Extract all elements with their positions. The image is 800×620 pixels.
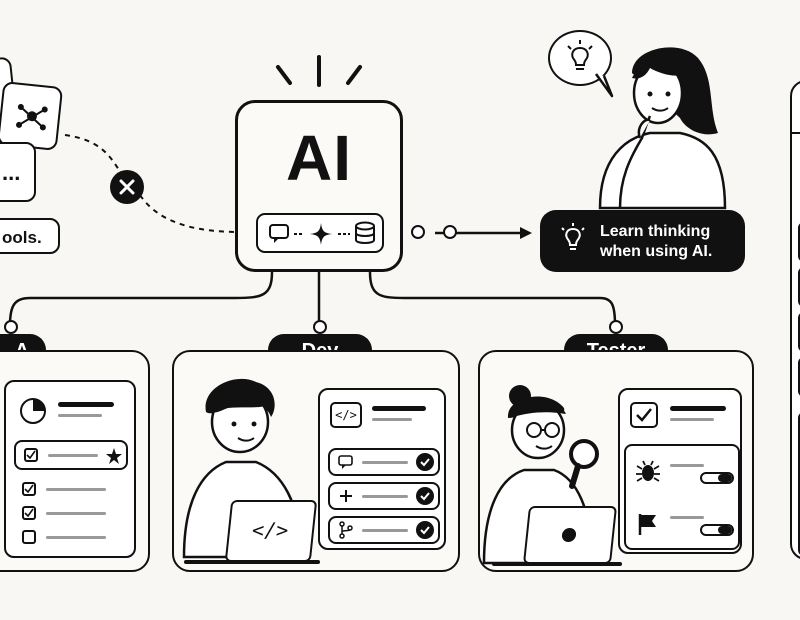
connector-node (411, 225, 425, 239)
code-icon: </> (330, 402, 362, 428)
thinking-person-illustration (598, 47, 727, 210)
spark-rays (276, 55, 362, 87)
lightbulb-icon (567, 40, 593, 70)
chat-icon (269, 224, 289, 243)
right-edge-panel (790, 80, 800, 560)
chat-icon (338, 455, 353, 469)
checkbox-icon[interactable] (22, 506, 36, 520)
plus-icon (340, 490, 352, 502)
analyst-card (4, 380, 136, 558)
star-icon (106, 448, 122, 464)
checkbox-icon[interactable] (24, 448, 38, 462)
left-chip: ools. (0, 218, 60, 254)
lightbulb-icon (561, 223, 585, 250)
dev-row-branch[interactable] (328, 516, 440, 544)
connector-node (609, 320, 623, 334)
toggle[interactable] (700, 472, 734, 484)
checkbox-icon[interactable] (22, 482, 36, 496)
learn-badge: Learn thinking when using AI. (540, 210, 745, 272)
checkbox-icon[interactable] (630, 402, 658, 428)
learn-badge-line2: when using AI. (600, 243, 713, 260)
connector-node (443, 225, 457, 239)
checkbox-icon[interactable] (22, 530, 36, 544)
bubble-tail (594, 73, 614, 98)
check-circle-icon (416, 453, 434, 471)
connector-node (313, 320, 327, 334)
dev-row-add[interactable] (328, 482, 440, 510)
ellipsis-icon: ... (2, 160, 21, 185)
branch-icon (339, 521, 353, 539)
network-icon (16, 103, 48, 131)
check-circle-icon (416, 521, 434, 539)
check-circle-icon (416, 487, 434, 505)
learn-badge-line1: Learn thinking (600, 223, 711, 240)
dev-row-chat[interactable] (328, 448, 440, 476)
hub-title: AI (286, 122, 352, 194)
tool-card-network (0, 81, 64, 151)
ai-hub[interactable]: AI (235, 100, 403, 272)
sparkle-icon (310, 223, 332, 245)
laptop (522, 506, 618, 564)
tester-row-bugs[interactable] (624, 444, 740, 550)
toggle[interactable] (700, 524, 734, 536)
laptop: </> (224, 500, 318, 562)
connector-node (4, 320, 18, 334)
pie-chart-icon (20, 398, 46, 424)
magnifier-icon (569, 439, 599, 489)
dev-card: </> (318, 388, 446, 550)
list-item-highlighted[interactable] (14, 440, 128, 470)
left-chip-text: ools. (2, 228, 42, 247)
hub-tool-strip (256, 213, 384, 253)
database-icon (355, 221, 375, 244)
code-icon: </> (250, 518, 290, 542)
close-icon[interactable] (110, 170, 144, 204)
tool-card-more: ... (0, 142, 36, 202)
bug-icon (636, 460, 660, 482)
tester-card (618, 388, 742, 554)
flag-icon (638, 514, 656, 535)
